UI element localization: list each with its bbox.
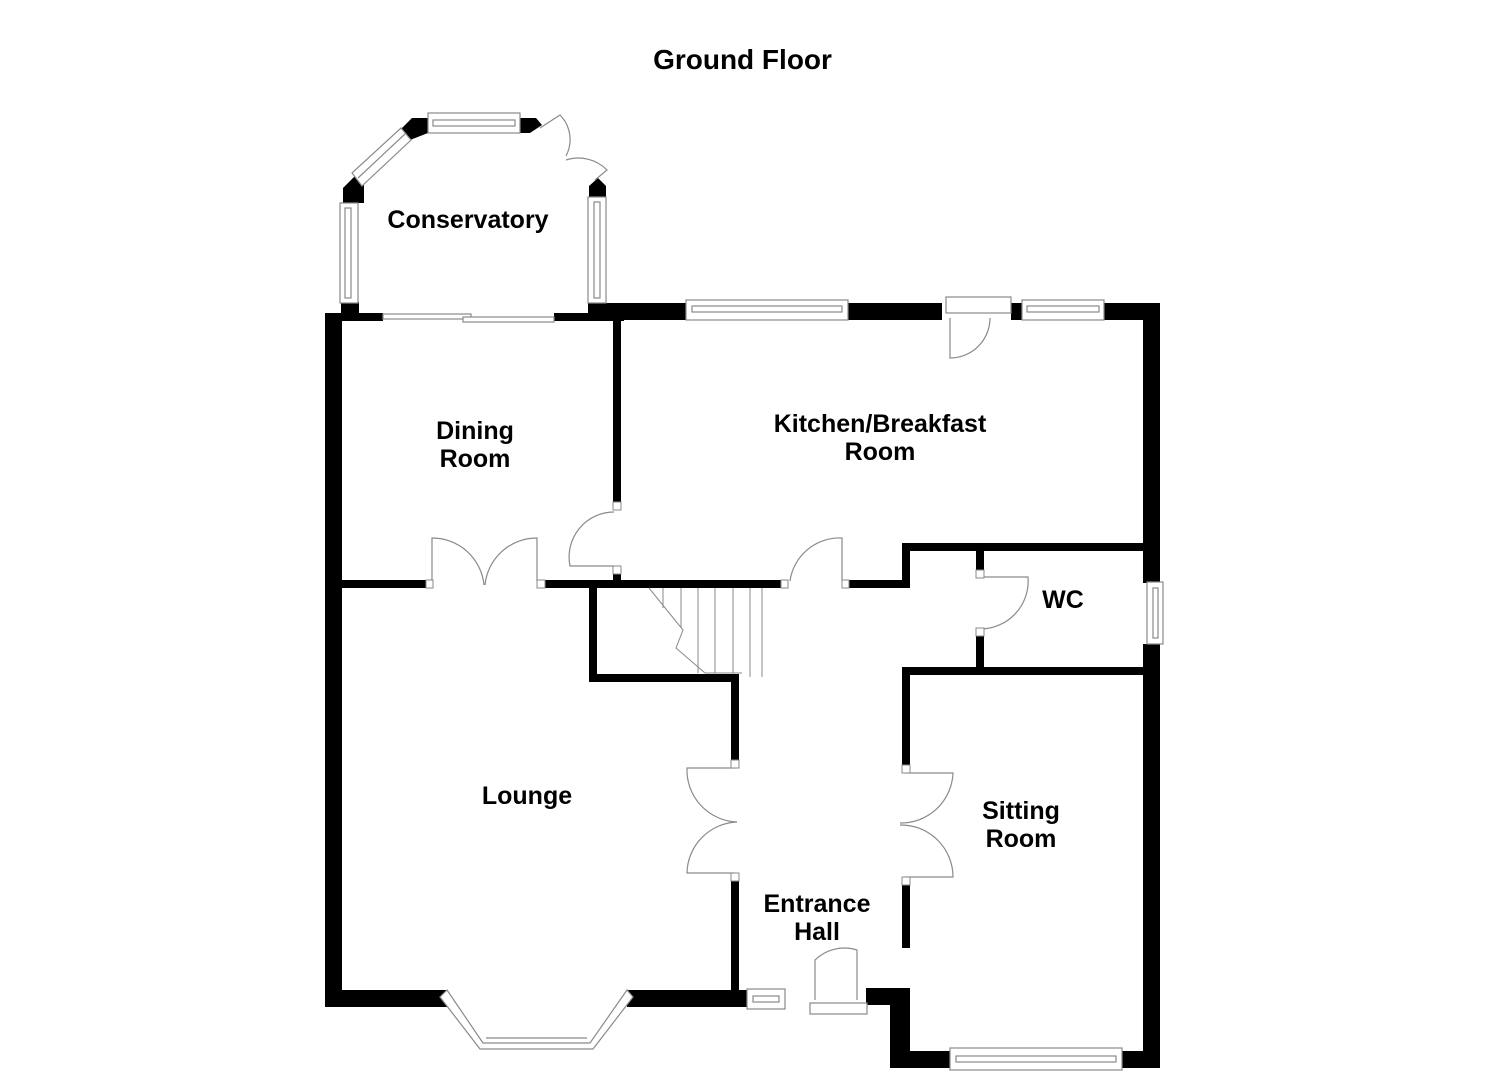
floor-title: Ground Floor <box>653 44 832 75</box>
windows <box>339 112 1164 1071</box>
room-label-wc: WC <box>1042 586 1084 614</box>
room-label-hall: Entrance Hall <box>763 890 871 946</box>
staircase <box>648 587 763 677</box>
room-label-sitting: Sitting Room <box>982 797 1060 853</box>
room-label-kitchen: Kitchen/Breakfast Room <box>773 410 987 466</box>
door-jambs <box>425 501 985 886</box>
room-label-conservatory: Conservatory <box>387 206 549 234</box>
walls <box>325 118 1160 1068</box>
room-label-dining: Dining Room <box>436 417 514 473</box>
doors <box>431 114 1029 1000</box>
room-label-lounge: Lounge <box>481 782 573 810</box>
